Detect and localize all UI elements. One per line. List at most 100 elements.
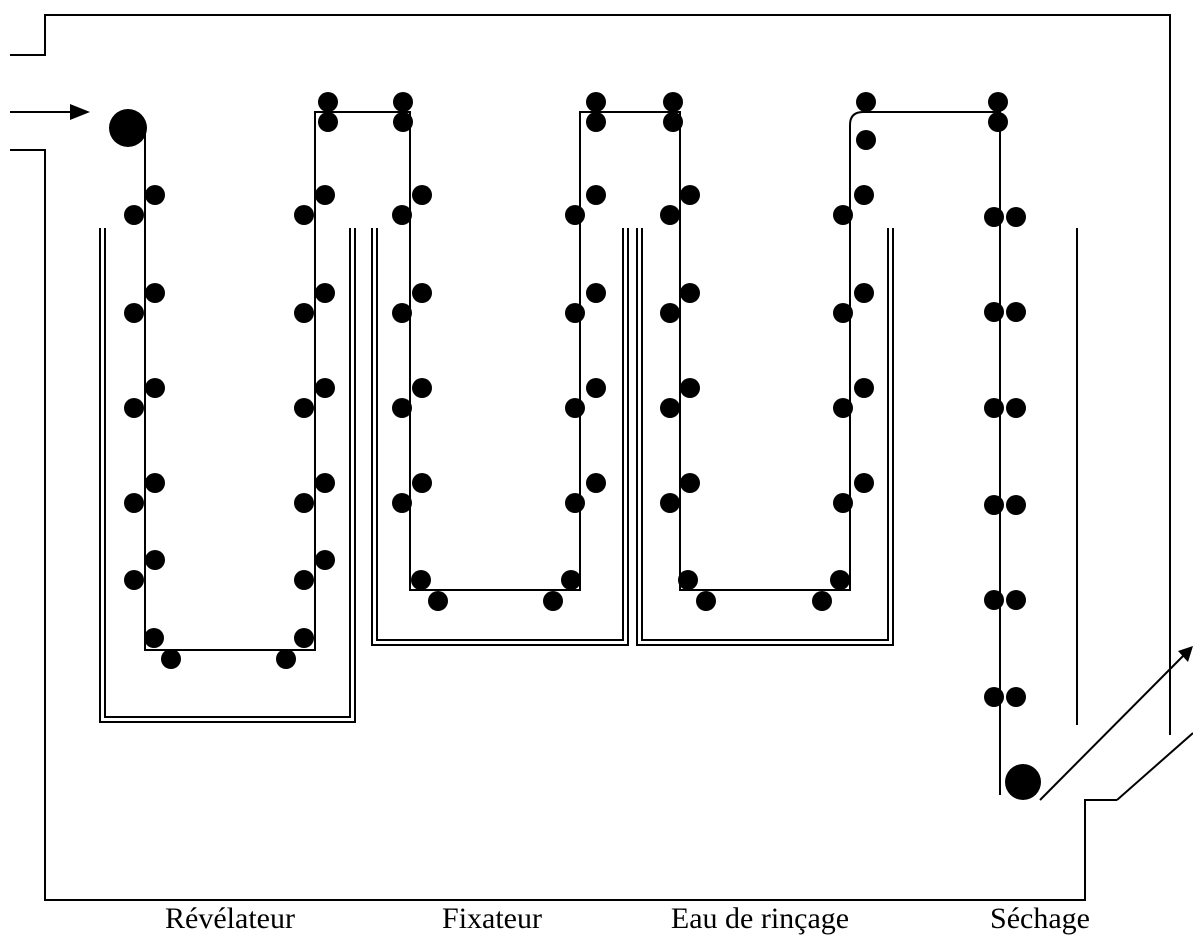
guide-roller	[1006, 302, 1026, 322]
guide-roller	[561, 570, 581, 590]
guide-roller	[315, 473, 335, 493]
guide-roller	[586, 283, 606, 303]
guide-roller	[392, 493, 412, 513]
guide-roller	[392, 303, 412, 323]
guide-roller	[412, 283, 432, 303]
guide-roller	[660, 205, 680, 225]
guide-roller	[854, 378, 874, 398]
guide-roller	[984, 302, 1004, 322]
guide-roller	[678, 570, 698, 590]
guide-roller	[984, 495, 1004, 515]
guide-roller	[1006, 207, 1026, 227]
guide-roller	[294, 398, 314, 418]
guide-roller	[318, 112, 338, 132]
guide-roller	[988, 112, 1008, 132]
guide-roller	[812, 591, 832, 611]
guide-roller	[984, 687, 1004, 707]
guide-roller	[565, 398, 585, 418]
housing-outline-bottom	[10, 149, 1117, 901]
guide-roller	[984, 590, 1004, 610]
guide-roller	[565, 205, 585, 225]
guide-roller	[1006, 398, 1026, 418]
guide-roller	[833, 303, 853, 323]
tank-revelateur	[99, 228, 356, 723]
roller-group	[124, 92, 1026, 707]
exit-housing-line	[1116, 732, 1193, 801]
guide-roller	[294, 303, 314, 323]
guide-roller	[144, 628, 164, 648]
guide-roller	[663, 112, 683, 132]
guide-roller	[393, 92, 413, 112]
guide-roller	[124, 303, 144, 323]
guide-roller	[660, 398, 680, 418]
guide-roller	[586, 473, 606, 493]
guide-roller	[984, 207, 1004, 227]
tank-fixateur	[371, 228, 629, 646]
entry-roller	[109, 109, 147, 147]
entry-arrowhead	[70, 104, 90, 120]
guide-roller	[315, 283, 335, 303]
guide-roller	[412, 378, 432, 398]
tank-eau-de-rincage	[636, 228, 894, 646]
guide-roller	[680, 185, 700, 205]
guide-roller	[392, 205, 412, 225]
guide-roller	[145, 185, 165, 205]
guide-roller	[680, 473, 700, 493]
guide-roller	[276, 649, 296, 669]
guide-roller	[315, 378, 335, 398]
stage-label-sechage: Séchage	[990, 902, 1090, 935]
guide-roller	[854, 185, 874, 205]
guide-roller	[833, 398, 853, 418]
guide-roller	[680, 283, 700, 303]
guide-roller	[145, 283, 165, 303]
guide-roller	[660, 493, 680, 513]
guide-roller	[393, 112, 413, 132]
guide-roller	[680, 378, 700, 398]
guide-roller	[412, 185, 432, 205]
guide-roller	[1006, 495, 1026, 515]
stage-label-eau-de-rincage: Eau de rinçage	[670, 902, 850, 935]
guide-roller	[294, 493, 314, 513]
guide-roller	[315, 185, 335, 205]
guide-roller	[124, 570, 144, 590]
guide-roller	[565, 303, 585, 323]
guide-roller	[411, 570, 431, 590]
stage-label-revelateur: Révélateur	[165, 902, 295, 935]
guide-roller	[586, 378, 606, 398]
guide-roller	[663, 92, 683, 112]
guide-roller	[294, 205, 314, 225]
guide-roller	[318, 92, 338, 112]
exit-roller	[1005, 764, 1041, 800]
film-path	[127, 111, 1001, 795]
guide-roller	[1006, 687, 1026, 707]
guide-roller	[124, 205, 144, 225]
guide-roller	[145, 550, 165, 570]
guide-roller	[1006, 590, 1026, 610]
guide-roller	[428, 591, 448, 611]
guide-roller	[833, 205, 853, 225]
guide-roller	[294, 570, 314, 590]
guide-roller	[988, 92, 1008, 112]
exit-arrow-line	[1039, 651, 1188, 801]
guide-roller	[856, 92, 876, 112]
guide-roller	[124, 493, 144, 513]
guide-roller	[854, 283, 874, 303]
guide-roller	[586, 112, 606, 132]
guide-roller	[145, 473, 165, 493]
guide-roller	[412, 473, 432, 493]
guide-roller	[696, 591, 716, 611]
guide-roller	[660, 303, 680, 323]
guide-roller	[145, 378, 165, 398]
guide-roller	[161, 649, 181, 669]
exit-arrowhead	[1178, 646, 1193, 662]
guide-roller	[984, 398, 1004, 418]
stage-label-fixateur: Fixateur	[442, 902, 542, 935]
guide-roller	[565, 493, 585, 513]
guide-roller	[833, 493, 853, 513]
guide-roller	[392, 398, 412, 418]
guide-roller	[856, 130, 876, 150]
guide-roller	[586, 92, 606, 112]
guide-roller	[294, 628, 314, 648]
guide-roller	[854, 473, 874, 493]
